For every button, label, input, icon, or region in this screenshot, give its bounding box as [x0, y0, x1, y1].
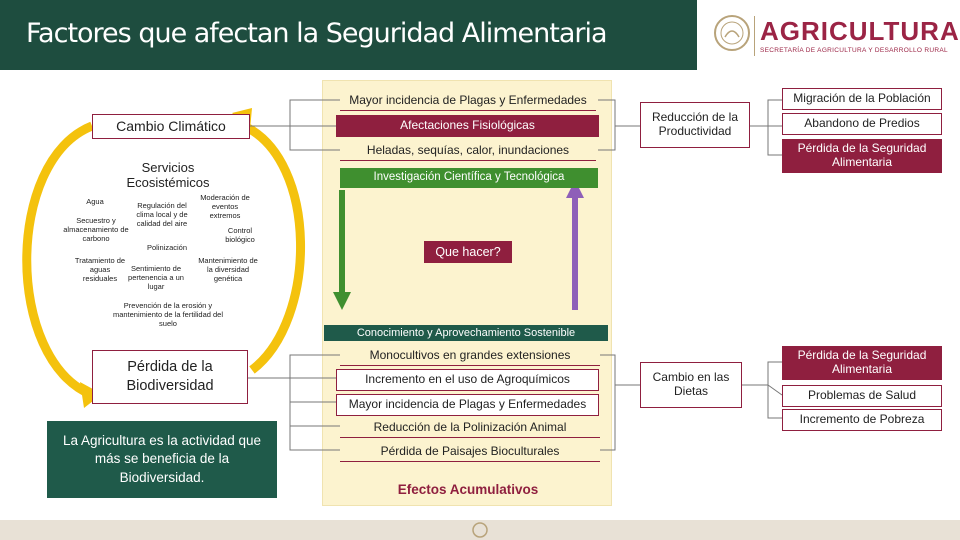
logo-word: AGRICULTURA: [760, 16, 960, 46]
green-arrow-shaft: [339, 190, 345, 294]
footer-seal-icon: [472, 522, 488, 538]
connector-bottom-outcomes: [742, 361, 782, 386]
bottom-item-paisajes: Pérdida de Paisajes Bioculturales: [340, 442, 600, 462]
conocimiento-box: Conocimiento y Aprovechamiento Sostenibl…: [324, 325, 608, 341]
investigacion-box: Investigación Científica y Tecnológica: [340, 168, 598, 188]
top-item-plagas: Mayor incidencia de Plagas y Enfermedade…: [340, 91, 596, 111]
cycle-arrowhead-left: [80, 382, 102, 408]
top-item-fisiologicas: Afectaciones Fisiológicas: [336, 115, 599, 137]
page-title: Factores que afectan la Seguridad Alimen…: [26, 18, 608, 49]
que-hacer-box: Que hacer?: [424, 241, 512, 263]
connector-top-outcomes: [750, 99, 782, 127]
header: Factores que afectan la Seguridad Alimen…: [0, 0, 960, 70]
bottom-item-polinizacion: Reducción de la Polinización Animal: [340, 418, 600, 438]
purple-arrowhead: [566, 180, 584, 198]
servicio-polinizacion: Polinización: [146, 243, 188, 252]
connector-cc: [250, 99, 340, 127]
servicio-agua: Agua: [86, 197, 104, 206]
servicio-moderacion: Moderación de eventos extremos: [200, 193, 250, 220]
servicio-prevencion: Prevención de la erosión y mantenimiento…: [112, 301, 224, 328]
bottom-item-monocultivos: Monocultivos en grandes extensiones: [340, 346, 600, 366]
agricultura-logo: AGRICULTURA SECRETARÍA DE AGRICULTURA Y …: [712, 10, 959, 60]
servicio-regulacion: Regulación del clima local y de calidad …: [136, 201, 188, 228]
reduccion-box: Reducción de la Productividad: [640, 102, 750, 148]
connector-reduccion: [598, 99, 616, 151]
cycle-arrow-left: [22, 121, 94, 400]
outcome-problemas-salud: Problemas de Salud: [782, 385, 942, 407]
top-item-heladas: Heladas, sequías, calor, inundaciones: [340, 141, 596, 161]
center-panel: [322, 80, 612, 506]
bottom-item-plagas: Mayor incidencia de Plagas y Enfermedade…: [336, 394, 599, 416]
cambio-climatico-label: Cambio Climático: [116, 118, 226, 135]
outcome-abandono: Abandono de Predios: [782, 113, 942, 135]
servicio-tratamiento: Tratamiento de aguas residuales: [74, 256, 126, 283]
logo-subtitle: SECRETARÍA DE AGRICULTURA Y DESARROLLO R…: [760, 47, 948, 54]
servicio-sentimiento: Sentimiento de pertenencia a un lugar: [128, 264, 184, 291]
cambio-dietas-box: Cambio en las Dietas: [640, 362, 742, 408]
agricultura-note-box: La Agricultura es la actividad que más s…: [47, 421, 277, 498]
purple-arrow-shaft: [572, 196, 578, 310]
cambio-climatico-box: Cambio Climático: [92, 114, 250, 139]
perdida-biodiversidad-box: Pérdida de la Biodiversidad: [92, 350, 248, 404]
outcome-perdida-seguridad-bottom: Pérdida de la Seguridad Alimentaria: [782, 346, 942, 380]
servicios-title: Servicios Ecosistémicos: [126, 160, 210, 190]
servicio-secuestro: Secuestro y almacenamiento de carbono: [63, 216, 129, 243]
mexico-seal-icon: [714, 15, 750, 51]
bottom-item-agroquimicos: Incremento en el uso de Agroquímicos: [336, 369, 599, 391]
outcome-migracion: Migración de la Población: [782, 88, 942, 110]
outcome-perdida-seguridad-top: Pérdida de la Seguridad Alimentaria: [782, 139, 942, 173]
cycle-arrow-right: [241, 121, 306, 374]
title-bar: Factores que afectan la Seguridad Alimen…: [0, 0, 697, 70]
efectos-label: Efectos Acumulativos: [397, 482, 539, 498]
connector-dietas: [600, 354, 616, 451]
connector-pb: [248, 354, 340, 379]
outcome-incremento-pobreza: Incremento de Pobreza: [782, 409, 942, 431]
footer: [0, 520, 960, 540]
servicio-mantenimiento: Mantenimiento de la diversidad genética: [198, 256, 258, 283]
servicio-control: Control biológico: [225, 226, 255, 244]
green-arrowhead: [333, 292, 351, 310]
logo-divider: [754, 16, 755, 56]
